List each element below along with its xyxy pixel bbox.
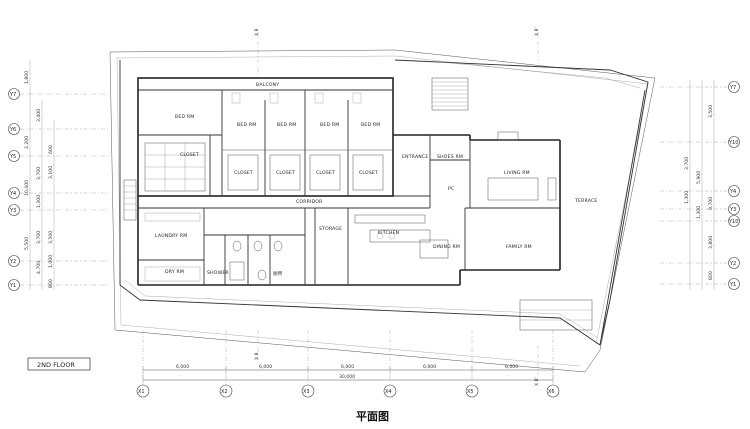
room-label-corridor: CORRIDOR [296,199,323,205]
y-left-dim-13: 4,700 [36,261,42,274]
room-label-wc: 厕所 [273,270,283,277]
x-dim-5: 6,000 [505,364,518,370]
y-left-dim-9: 5,500 [24,237,30,250]
floor-label-text: 2ND FLOOR [37,361,75,369]
room-labels: BALCONY BED RM BED RM BED RM BED RM BED … [155,82,597,277]
y-right-label-1: Y7 [729,85,736,91]
drawing-caption: 平面图 [356,410,389,423]
x-axis-label-1: X1 [138,389,145,395]
y-left-label-4: Y4 [9,191,16,197]
y-right-label-2: Y10 [728,140,738,146]
room-label-bed-1: BED RM [175,114,194,120]
y-left-dim-2: 3,400 [36,109,42,122]
y-left-label-1: Y7 [9,92,16,98]
room-label-storage: STORAGE [319,226,342,232]
right-y-axis: Y7 Y10 Y4 Y3 Y10' Y2 Y1 3,500 3,700 5,90… [684,80,740,290]
y-left-dim-4: 3,700 [36,167,42,180]
x-axis-bubbles: X1 X2 X3 X4 X5 X6 X 8 X 8' X 8 X 8' [136,27,560,398]
stair [123,77,469,221]
x-dim-2: 6,000 [259,364,272,370]
y-left-dim-14: 800 [48,279,54,288]
y-right-dim-1: 3,500 [708,105,714,118]
x-sub-label-top: X 8 [254,28,260,36]
room-label-pc: PC [448,186,454,192]
room-label-bed-2: BED RM [237,122,256,128]
y-right-label-3: Y4 [729,189,736,195]
x-dim-total: 30,000 [339,374,355,380]
x-dim-1: 6,000 [176,364,189,370]
y-right-dim-7: 3,800 [708,236,714,249]
x-sub-label-top-right: X 8' [534,27,540,36]
y-left-dim-6: 3,100 [48,166,54,179]
y-left-label-7: Y1 [9,283,16,289]
y-right-dim-2: 3,700 [684,157,690,170]
room-label-terrace: TERRACE [574,198,597,204]
floor-label: 2ND FLOOR [27,357,91,371]
grid-lines [20,32,738,390]
y-right-dim-5: 9,700 [708,197,714,210]
x-axis-label-5: X5 [467,389,474,395]
y-right-dim-4: 1,300 [684,191,690,204]
room-label-kitchen: KITCHEN [378,230,399,236]
room-label-dining: DINING RM [433,244,460,250]
y-right-dim-8: 800 [708,271,714,280]
x-dim-3: 6,000 [341,364,354,370]
left-y-axis: Y7 Y6 Y5 Y4 Y3 Y2 Y1 1,800 3,400 2,200 3… [8,60,55,291]
room-label-shower: SHOWER [207,270,229,276]
room-label-closet-main: CLOSET [180,152,199,158]
x-axis-label-3: X3 [303,389,310,395]
room-label-family: FAMILY RM [506,244,532,250]
x-axis-label-2: X2 [221,389,228,395]
room-label-laundry: LAUNDRY RM [155,233,187,239]
y-right-label-7: Y1 [729,282,736,288]
room-label-bed-5: BED RM [361,122,380,128]
y-left-dim-12: 1,000 [48,255,54,268]
room-label-closet-1: CLOSET [234,170,253,176]
y-left-label-5: Y3 [9,208,16,214]
y-left-dim-5: 600 [48,145,54,154]
x-axis-label-4: X4 [385,389,392,395]
room-label-closet-2: CLOSET [276,170,295,176]
x-sub-label-mid: X 8 [254,352,260,360]
y-left-label-6: Y2 [9,259,16,265]
room-label-closet-3: CLOSET [316,170,335,176]
building-walls [123,77,593,331]
bottom-dimensions: 6,000 6,000 6,000 6,000 6,000 30,000 [142,364,554,384]
y-left-dim-1: 1,800 [24,71,30,84]
room-label-bed-4: BED RM [320,122,339,128]
y-left-label-2: Y6 [9,127,16,133]
room-label-balcony: BALCONY [256,82,279,88]
x-sub-label-right: X 8' [534,377,540,386]
y-right-label-5: Y10' [728,219,740,225]
y-right-label-4: Y3 [729,207,736,213]
x-axis-label-6: X6 [548,389,555,395]
y-left-dim-8: 1,300 [36,195,42,208]
site-boundary [109,49,656,373]
y-right-dim-6: 1,300 [696,206,702,219]
room-label-living: LIVING RM [504,170,530,176]
y-left-dim-3: 2,200 [24,136,30,149]
room-label-entrance: ENTRANCE [402,154,428,160]
y-left-dim-10: 3,700 [36,231,42,244]
y-left-dim-7: 10,400 [24,180,30,196]
room-label-dry: DRY RM [165,269,184,275]
room-label-shoes: SHOES RM [437,154,463,160]
y-right-dim-3: 5,900 [696,171,702,184]
x-dim-4: 6,000 [423,364,436,370]
y-right-label-6: Y2 [729,261,736,267]
room-label-closet-4: CLOSET [359,170,378,176]
y-left-label-3: Y5 [9,154,16,160]
y-left-dim-11: 3,500 [48,231,54,244]
room-label-bed-3: BED RM [277,122,296,128]
